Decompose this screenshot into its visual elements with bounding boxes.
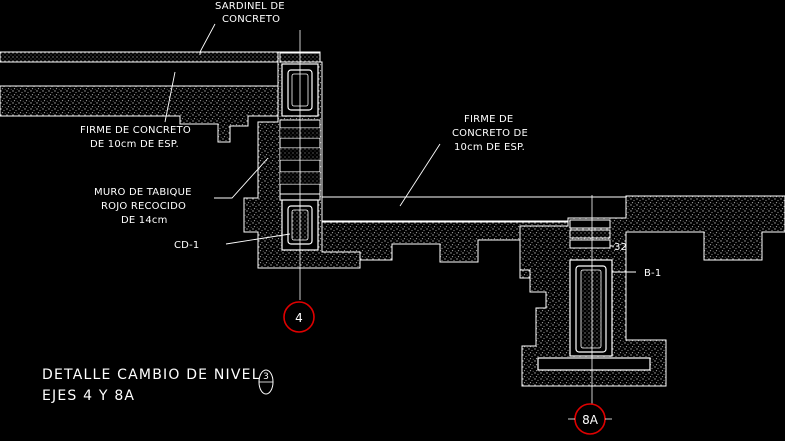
svg-text:8A: 8A xyxy=(582,413,599,427)
label-firme-left-1: FIRME DE CONCRETO xyxy=(80,125,191,136)
label-sardinel-1: SARDINEL DE xyxy=(215,1,285,12)
label-muro-3: DE 14cm xyxy=(121,215,168,226)
label-muro-2: ROJO RECOCIDO xyxy=(101,201,186,212)
title-line-2: EJES 4 Y 8A xyxy=(42,388,135,404)
label-b1: B-1 xyxy=(644,268,661,279)
svg-text:4: 4 xyxy=(295,311,303,325)
label-dim-32: 32 xyxy=(614,242,627,253)
title-line-1: DETALLE CAMBIO DE NIVEL xyxy=(42,367,261,383)
leader-lines xyxy=(164,23,636,273)
label-muro-1: MURO DE TABIQUE xyxy=(94,187,192,198)
label-firme-right-1: FIRME DE xyxy=(464,114,513,125)
detail-number-mark: 3 xyxy=(258,369,274,395)
right-footing xyxy=(519,195,785,387)
label-firme-left-2: DE 10cm DE ESP. xyxy=(90,139,179,150)
label-sardinel-2: CONCRETO xyxy=(222,14,280,25)
svg-text:3: 3 xyxy=(263,372,269,382)
label-cd1: CD-1 xyxy=(174,240,199,251)
axis-bubble-8a: 8A xyxy=(568,403,612,435)
label-firme-right-3: 10cm DE ESP. xyxy=(454,142,525,153)
axis-bubble-4: 4 xyxy=(283,301,315,333)
label-firme-right-2: CONCRETO DE xyxy=(452,128,528,139)
